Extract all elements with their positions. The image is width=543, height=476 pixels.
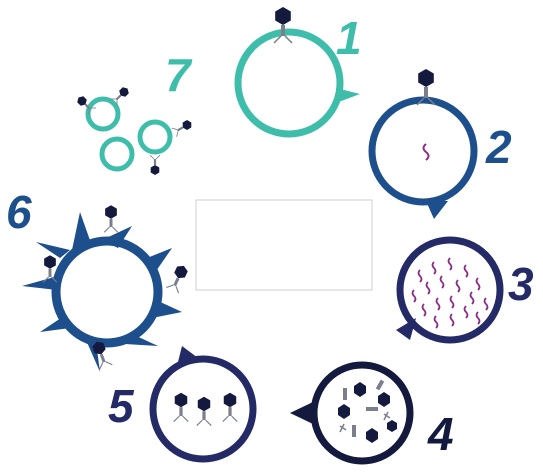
viral-dna-copies-icon xyxy=(413,258,488,328)
phage-icon xyxy=(104,205,118,232)
center-placeholder-box xyxy=(196,200,372,290)
phage-icon xyxy=(172,118,194,136)
phage-icon xyxy=(174,393,188,422)
phage-parts-icon xyxy=(338,380,397,443)
phage-icon xyxy=(150,155,160,175)
phage-icon xyxy=(274,7,292,43)
stage-number-5: 5 xyxy=(108,380,135,432)
phage-icon xyxy=(166,263,190,293)
stage-6-lysis: 6 xyxy=(6,186,190,372)
phage-icon xyxy=(197,397,211,426)
stage-number-4: 4 xyxy=(427,408,454,460)
stage-number-6: 6 xyxy=(6,186,32,238)
stage-number-3: 3 xyxy=(508,258,534,310)
stage-2-injection: 2 xyxy=(372,69,512,219)
stage-number-2: 2 xyxy=(485,121,512,173)
stage-7-release: 7 xyxy=(75,49,194,175)
stage-3-replication: 3 xyxy=(396,240,534,340)
stage-number-7: 7 xyxy=(165,49,193,101)
stage-1-attachment: 1 xyxy=(238,7,362,134)
phage-icon xyxy=(223,393,237,422)
stage-5-maturation: 5 xyxy=(108,346,253,459)
viral-dna-icon xyxy=(424,144,429,160)
stage-number-1: 1 xyxy=(336,12,362,64)
stage-4-assembly: 4 xyxy=(290,365,454,461)
